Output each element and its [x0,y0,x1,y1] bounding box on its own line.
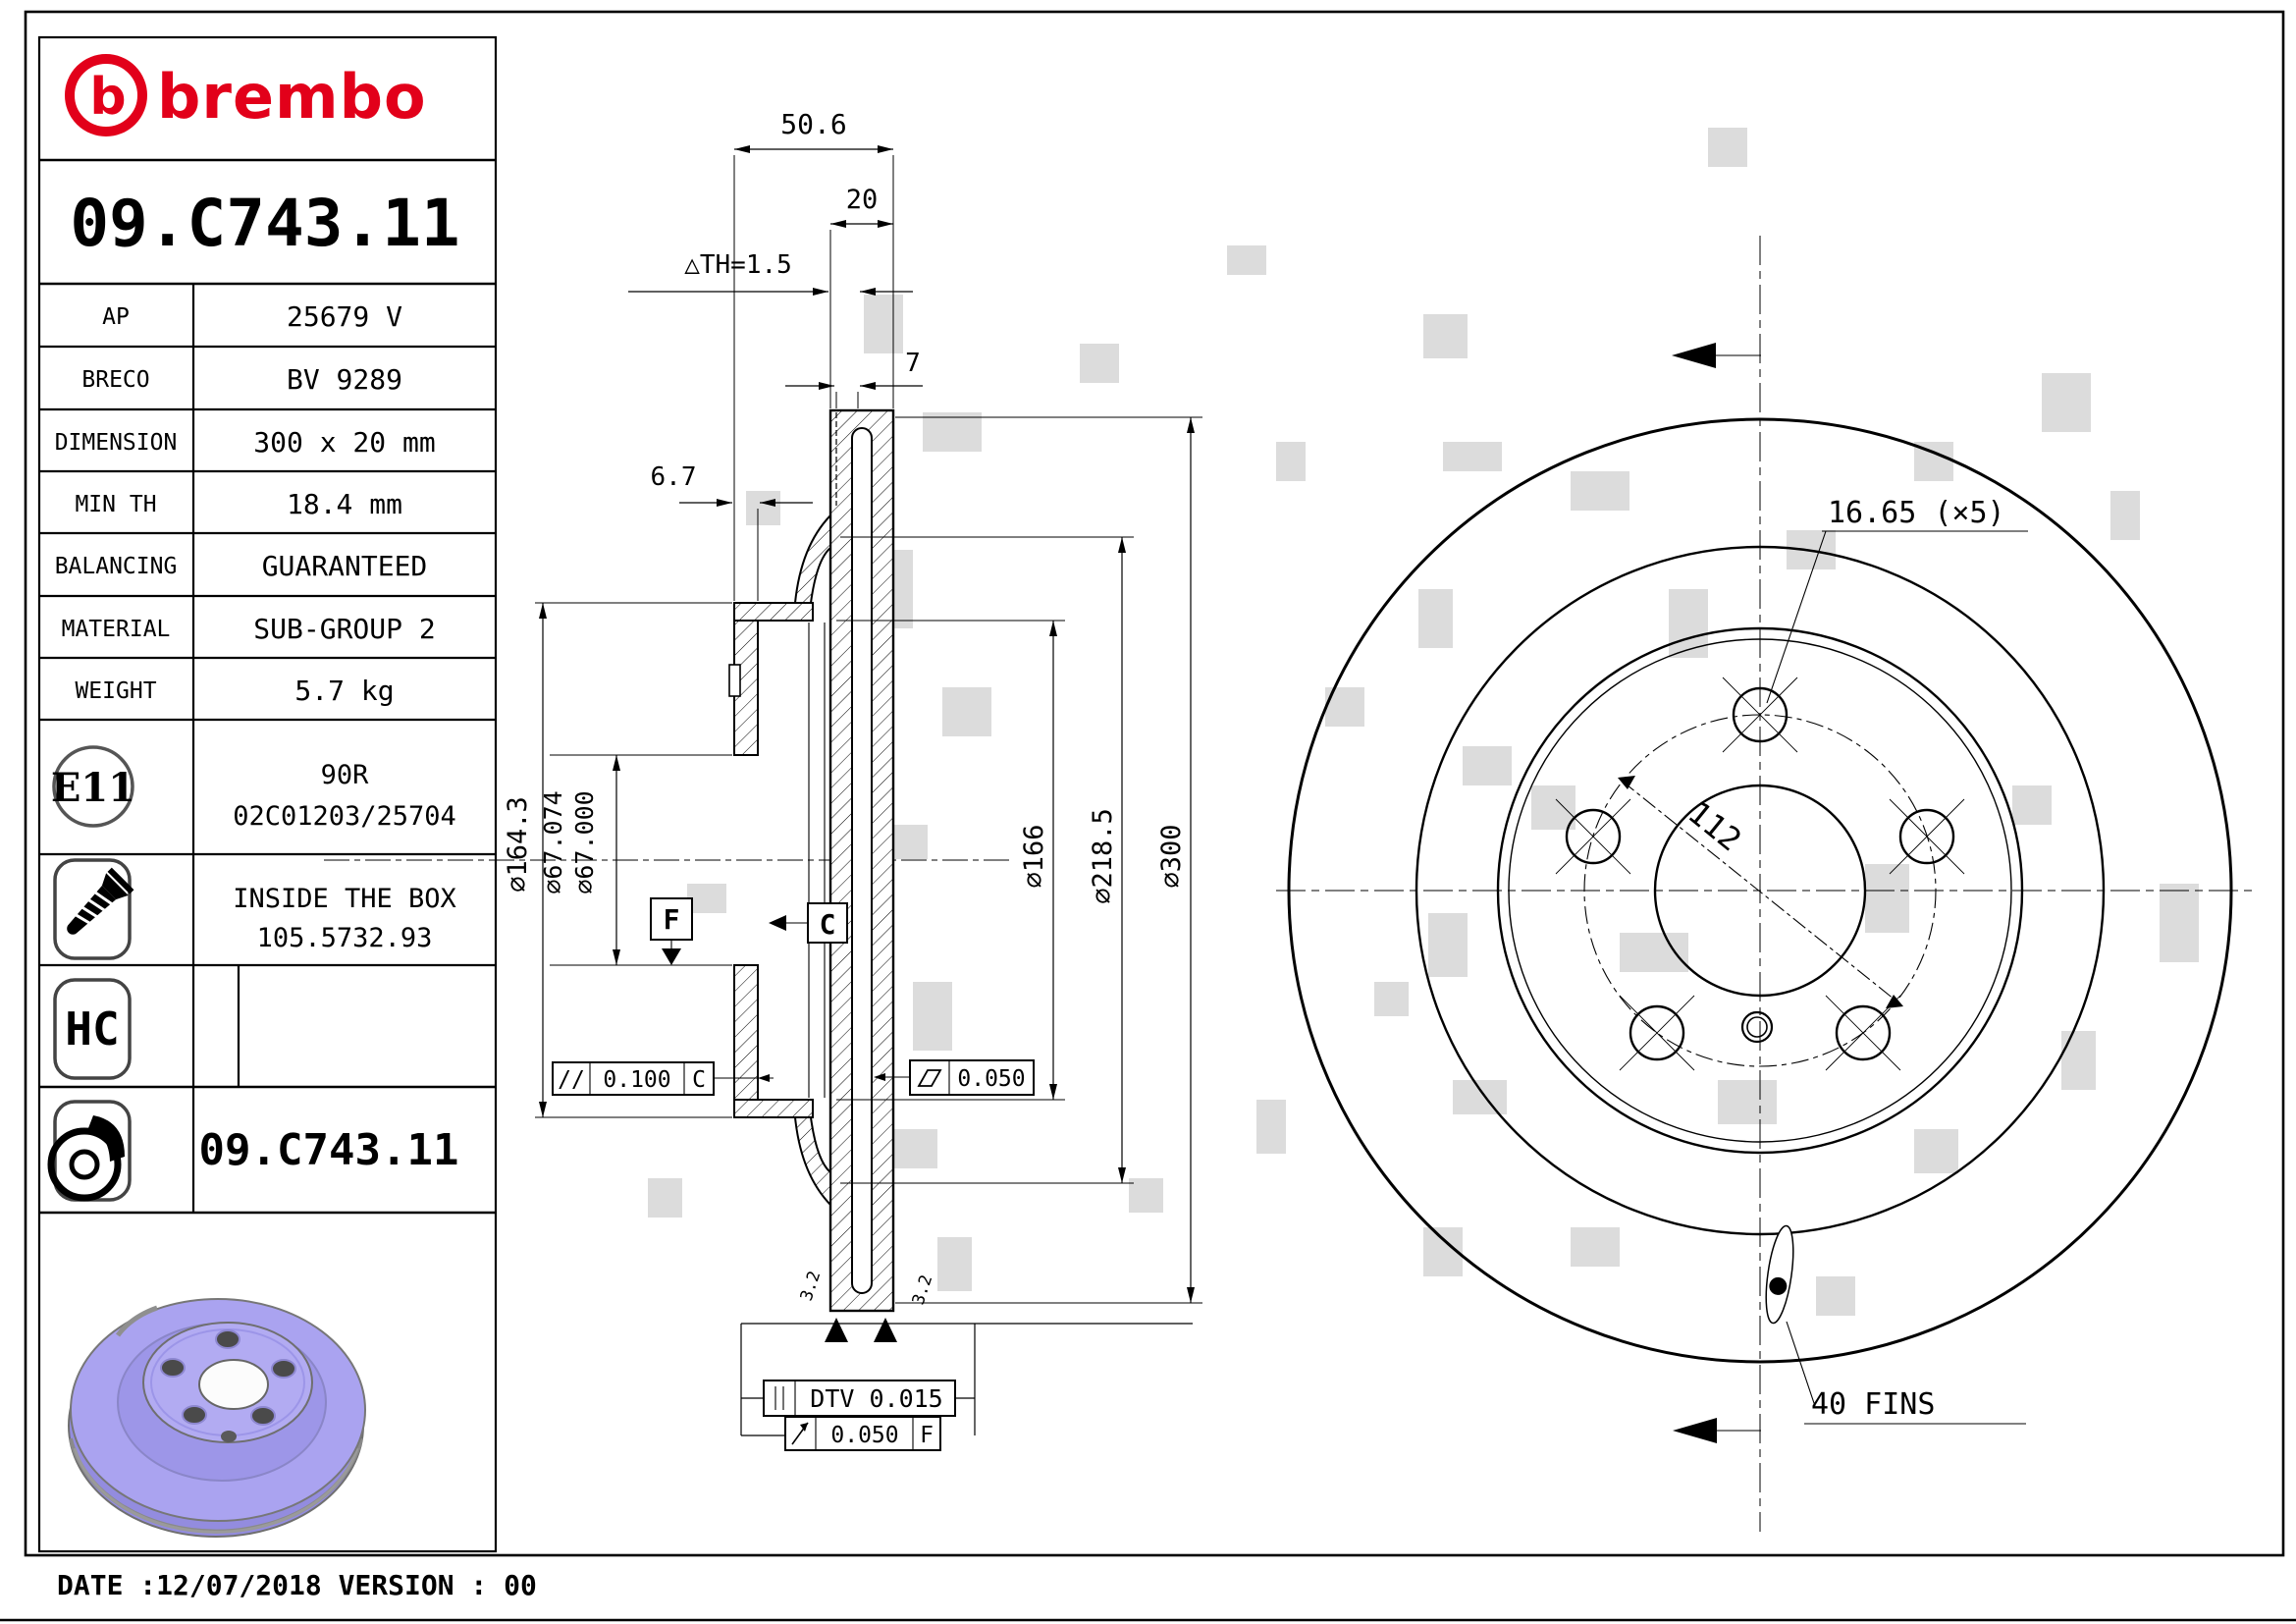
dtv-value: DTV 0.015 [810,1384,942,1413]
dim-band-thickness: 20 [846,185,879,215]
hat-flange-lower [733,964,759,1101]
bolt-holes [1565,686,1955,1061]
datum-c: C [769,902,848,944]
setscrew-hole [1740,1010,1774,1044]
fins-label: 40 FINS [1811,1387,1935,1422]
approval-line1: 90R [321,760,370,790]
bolt-hole-dia: 16.65 (×5) [1828,496,2005,530]
surface-finish-mark [825,1318,848,1342]
fin-slot [1765,1224,1794,1325]
dim-dia-166: ⌀166 [1019,824,1049,888]
dim-dia-300: ⌀300 [1156,824,1187,888]
spec-table: b brembo 09.C743.11 AP 25679 V BRECO BV … [37,35,498,1553]
dim-overall-width: 50.6 [780,108,846,140]
inside-box-label: INSIDE THE BOX [233,884,456,914]
brembo-logo-letter: b [89,68,126,127]
dim-hat-diameter: ⌀164.3 [503,796,533,893]
brembo-logo: b brembo [65,54,427,136]
hat-neck-top [793,513,831,604]
roughness-right: 3.2 [909,1272,937,1307]
e11-badge: E11 [51,765,135,811]
brembo-ring-icon [65,54,147,136]
hat-shelf-top [733,602,814,622]
vent-channel [851,427,873,1294]
center-bore-circle [1653,784,1867,998]
spec-value: GUARANTEED [262,550,428,582]
outer-diameter-circle [1287,417,2233,1364]
section-view: 50.6 20 △TH=1.5 7 6.7 ⌀164.3 ⌀67.074 ⌀67… [324,108,1202,1451]
hc-badge: HC [65,1002,119,1056]
screw-icon [67,867,134,935]
band-inner-circle [1415,545,2106,1236]
spec-label: WEIGHT [75,678,156,704]
bolt-hole-callout: 16.65 (×5) [1766,496,2028,704]
fcf-parallelism: // 0.100 C [552,1061,774,1096]
flatness-symbol-icon [917,1069,942,1087]
dim-bore-max: ⌀67.074 [539,790,567,893]
spec-label: MATERIAL [62,617,171,642]
hat-circle [1496,626,2024,1155]
brembo-wordmark: brembo [157,61,427,133]
spec-label: AP [102,304,130,330]
runout-datum: F [920,1423,934,1448]
parallelism-symbol: // [558,1067,585,1093]
spec-value: 5.7 kg [294,675,394,707]
e11-circle-icon [52,745,134,828]
spec-value: 300 x 20 mm [253,426,435,459]
flatness-value: 0.050 [957,1066,1025,1092]
bolt-circle-dia: 112 [1682,793,1749,858]
inside-box-code: 105.5732.93 [257,923,433,953]
approval-line2: 02C01203/25704 [233,801,456,832]
hc-row: HC [53,978,132,1080]
svg-text:F: F [664,903,680,936]
spec-label: BALANCING [55,554,178,579]
parallelism-datum: C [692,1067,706,1093]
part-number: 09.C743.11 [70,186,459,261]
dim-bore-min: ⌀67.000 [570,790,599,893]
svg-text:C: C [820,908,836,941]
parallelism-value: 0.100 [603,1067,670,1093]
dim-plate-thickness: 7 [905,349,921,378]
bolt-circle [1583,714,1937,1067]
spec-value: SUB-GROUP 2 [253,613,435,645]
hat-inner-circle [1508,638,2012,1143]
spec-value: BV 9289 [287,363,402,396]
dim-wear-limit: △TH=1.5 [684,250,792,280]
inside-box-row: INSIDE THE BOX 105.5732.93 [53,858,456,960]
sheet-frame [0,10,2296,1622]
hat-neck-bottom [793,1116,831,1208]
approval-row: E11 90R 02C01203/25704 [51,745,456,832]
section-arrows [1672,343,1761,1443]
photo-part-number: 09.C743.11 [199,1125,459,1175]
datum-f: F [650,897,693,965]
disc-caliper-icon [47,1115,125,1202]
product-photo [68,1298,366,1538]
fcf-flatness: 0.050 [874,1059,1035,1096]
runout-value: 0.050 [830,1423,898,1448]
footer-date-version: DATE :12/07/2018 VERSION : 00 [57,1569,537,1601]
dim-dia-218: ⌀218.5 [1088,808,1118,904]
roughness-left: 3.2 [797,1269,826,1303]
fins-callout: 40 FINS [1765,1224,2026,1425]
spec-value: 25679 V [287,300,402,333]
photo-part-row: 09.C743.11 [47,1100,459,1202]
dtv-runout-callout: DTV 0.015 0.050 F [740,1323,1193,1451]
spec-label: DIMENSION [55,430,178,456]
spec-rows: AP 25679 V BRECO BV 9289 DIMENSION 300 x… [55,300,436,707]
front-view: 112 16.65 (×5) 40 FINS [1276,236,2258,1532]
spec-value: 18.4 mm [287,488,402,520]
setscrew-countersink [728,664,741,697]
dim-flange-thickness: 6.7 [651,462,697,492]
photo-bolt-holes [160,1329,296,1426]
spec-label: MIN TH [75,492,156,517]
hat-shelf-bottom [733,1099,814,1118]
spec-label: BRECO [81,367,149,393]
surface-finish-mark [874,1318,897,1342]
